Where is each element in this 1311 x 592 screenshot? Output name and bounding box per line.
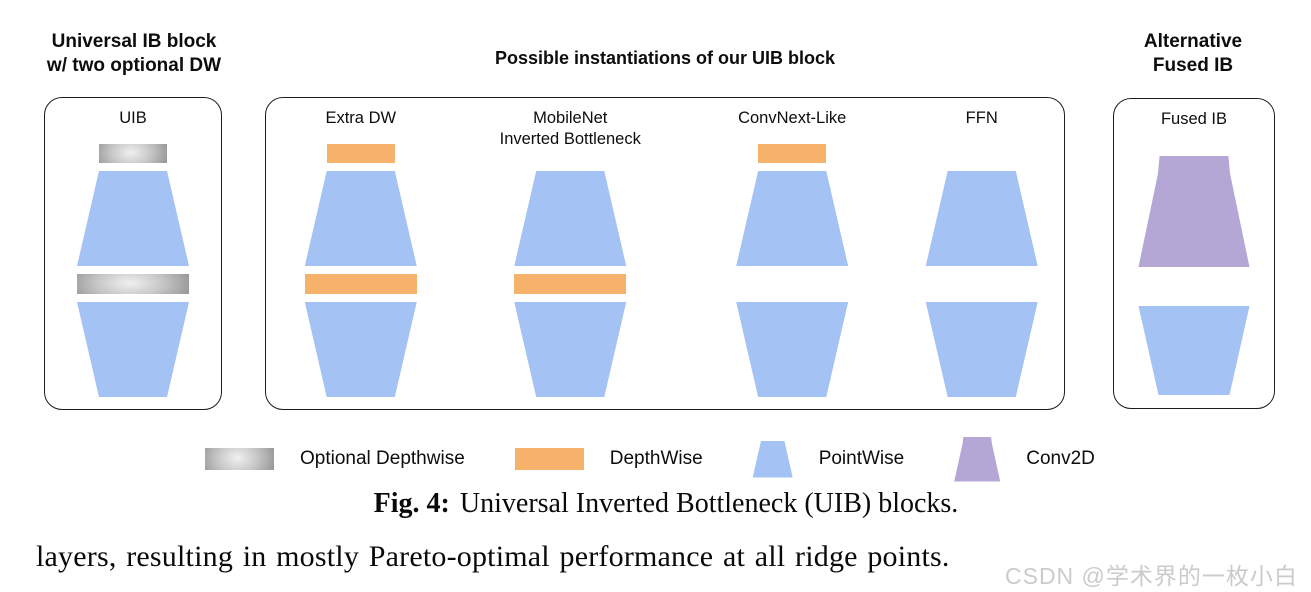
legend-label-conv2d: Conv2D [1026, 448, 1095, 469]
fused-ib-panel-box: Fused IB [1113, 98, 1275, 409]
body-text-line: layers, resulting in mostly Pareto-optim… [36, 540, 950, 573]
fused-ib-box-label: Fused IB [1160, 110, 1228, 128]
pointwise-swatch-icon [752, 440, 793, 478]
optional-dw-wide-block [77, 274, 189, 294]
conv2d-swatch-icon [954, 436, 1001, 482]
figure-caption-text: Universal Inverted Bottleneck (UIB) bloc… [459, 488, 959, 519]
legend-label-pointwise: PointWise [818, 448, 905, 469]
column-ffn: FFN [899, 98, 1064, 409]
pw-contract-block [736, 302, 849, 397]
legend-item-optional-depthwise: Optional Depthwise [205, 448, 465, 470]
legend: Optional Depthwise DepthWise PointWise C… [205, 435, 1095, 483]
legend-label-depthwise: DepthWise [609, 448, 703, 469]
left-panel-title: Universal IB block w/ two optional DW [46, 31, 222, 76]
pw-expand-block [304, 171, 417, 266]
uib-column: UIB [45, 98, 221, 409]
optional-depthwise-swatch-icon [205, 448, 274, 470]
dw-narrow-block [758, 144, 827, 163]
figure-caption-number: Fig. 4: [373, 488, 450, 519]
column-label-convnext: ConvNext-Like [738, 109, 847, 127]
column-label-extra-dw: Extra DW [325, 109, 397, 127]
uib-box-label: UIB [119, 109, 147, 127]
csdn-watermark: CSDN @学术界的一枚小白 [1005, 563, 1298, 589]
fused-ib-column: Fused IB [1114, 99, 1274, 408]
dw-wide-block [304, 274, 417, 294]
legend-item-pointwise: PointWise [752, 440, 905, 478]
instantiations-panel-box: Extra DW MobileNet Inverted Bottleneck C… [265, 97, 1065, 410]
middle-panel-title: Possible instantiations of our UIB block [494, 48, 836, 68]
pw-expand-block [736, 171, 849, 266]
pw-contract-block [77, 302, 189, 397]
pw-contract-block [304, 302, 417, 397]
right-panel-title: Alternative Fused IB [1143, 31, 1243, 76]
pw-contract-fused-block [1138, 306, 1250, 395]
figure-caption: Fig. 4: Universal Inverted Bottleneck (UI… [96, 488, 1236, 520]
dw-narrow-block [326, 144, 395, 163]
optional-dw-narrow-block [99, 144, 167, 163]
pw-expand-block [514, 171, 627, 266]
pw-expand-block [77, 171, 189, 266]
conv2d-fused-block [1138, 156, 1250, 267]
pw-contract-block [514, 302, 627, 397]
pw-expand-block [925, 171, 1038, 266]
column-mobilenet-inverted-bottleneck: MobileNet Inverted Bottleneck [456, 98, 685, 409]
column-label-mobilenet: MobileNet Inverted Bottleneck [499, 109, 641, 148]
column-extra-dw: Extra DW [266, 98, 456, 409]
dw-wide-block [514, 274, 627, 294]
legend-item-depthwise: DepthWise [514, 448, 703, 470]
pw-contract-block [925, 302, 1038, 397]
legend-label-optional-depthwise: Optional Depthwise [300, 448, 465, 469]
uib-panel-box: UIB [44, 97, 222, 410]
column-label-ffn: FFN [965, 109, 998, 127]
legend-item-conv2d: Conv2D [954, 436, 1095, 482]
column-convnext-like: ConvNext-Like [685, 98, 899, 409]
depthwise-swatch-icon [514, 448, 584, 470]
